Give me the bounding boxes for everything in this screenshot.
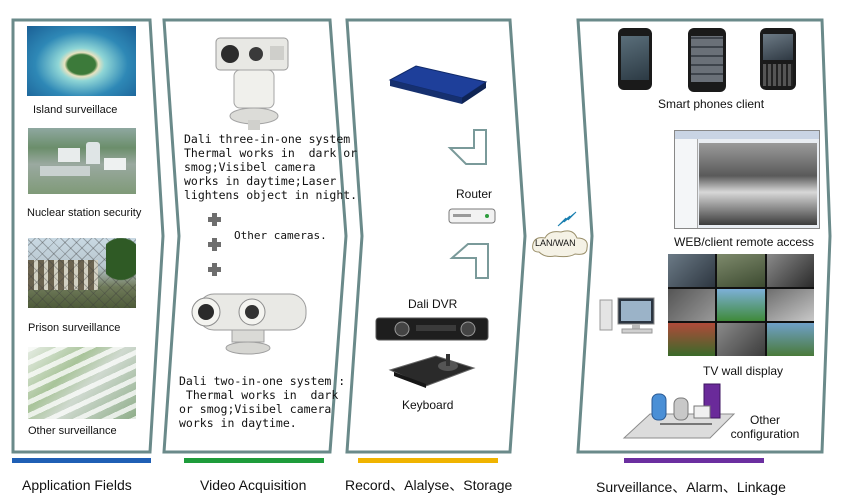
- three-in-one-camera-icon: [215, 37, 289, 130]
- plus-icon: [208, 238, 221, 251]
- flow-arrow-icon: [447, 129, 487, 165]
- smart-phones-label: Smart phones client: [658, 97, 765, 111]
- three-in-one-description: Dali three-in-one system Thermal works i…: [184, 132, 358, 202]
- nuclear-station-photo: [28, 128, 136, 194]
- surveillance-bar: [624, 458, 764, 463]
- plus-icon: [208, 213, 221, 226]
- two-in-one-description: Dali two-in-one system : Thermal works i…: [179, 374, 346, 430]
- record-bar: [358, 458, 498, 463]
- tv-wall-label: TV wall display: [703, 364, 784, 378]
- web-client-screenshot: [674, 130, 820, 229]
- section-title-application: Application Fields: [22, 477, 132, 493]
- smartphone-icon: [760, 28, 796, 90]
- plus-icon: [208, 263, 221, 276]
- smartphone-icon: [618, 28, 652, 90]
- configuration-equipment-icon: [622, 383, 736, 439]
- network-cloud-icon: [532, 230, 588, 258]
- application-field-label: Other surveillance: [28, 425, 117, 437]
- city-aerial-photo: [28, 347, 136, 419]
- section-title-surveillance: Surveillance、Alarm、Linkage: [596, 479, 786, 495]
- prison-photo: [28, 238, 136, 308]
- lightning-icon: [557, 211, 577, 227]
- computer-icon: [599, 297, 655, 334]
- video-panel: [162, 18, 348, 454]
- dvr-icon: [375, 317, 489, 341]
- record-panel: [345, 18, 527, 454]
- dvr-label: Dali DVR: [408, 297, 458, 311]
- web-access-label: WEB/client remote access: [674, 235, 815, 249]
- router-icon: [448, 208, 496, 224]
- island-photo: [27, 26, 136, 96]
- section-title-record: Record、Alalyse、Storage: [345, 477, 513, 493]
- tv-wall-display: [668, 254, 814, 356]
- keyboard-icon: [388, 354, 476, 388]
- application-field-label: Nuclear station security: [27, 207, 142, 219]
- other-configuration-label: Other configuration: [730, 413, 800, 441]
- storage-device-icon: [388, 65, 488, 104]
- smartphone-icon: [688, 28, 726, 92]
- other-cameras-label: Other cameras.: [234, 229, 327, 242]
- application-field-label: Island surveillace: [33, 104, 118, 116]
- video-bar: [184, 458, 324, 463]
- keyboard-label: Keyboard: [402, 398, 454, 412]
- flow-arrow-icon: [449, 243, 489, 279]
- network-cloud-label: LAN/WAN: [535, 238, 576, 248]
- two-in-one-camera-icon: [191, 293, 307, 355]
- router-label: Router: [456, 187, 493, 201]
- application-field-label: Prison surveillance: [28, 322, 121, 334]
- application-bar: [12, 458, 151, 463]
- section-title-video: Video Acquisition: [200, 477, 307, 493]
